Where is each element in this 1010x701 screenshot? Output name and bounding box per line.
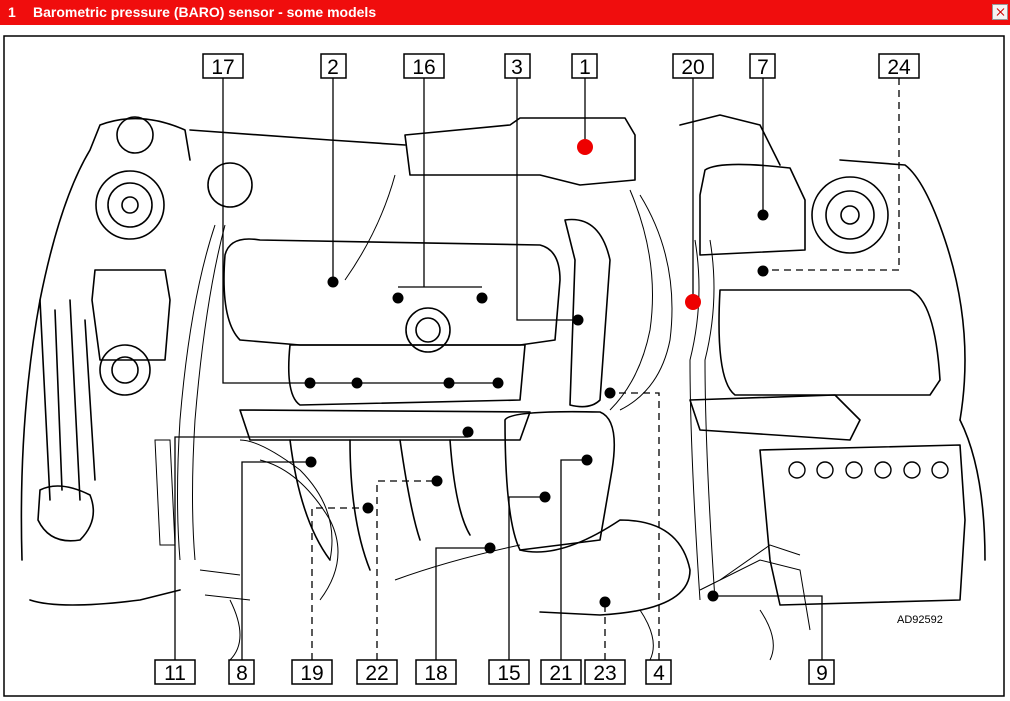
callout-label-20: 20 <box>681 56 704 79</box>
baro-sensor-dot-1 <box>577 139 593 155</box>
callout-21: 21 <box>540 659 582 685</box>
callout-label-17: 17 <box>211 56 234 79</box>
callout-15: 15 <box>488 659 530 685</box>
close-icon[interactable] <box>992 4 1008 20</box>
callout-label-2: 2 <box>327 56 339 79</box>
callout-label-16: 16 <box>412 56 435 79</box>
figure-title: Barometric pressure (BARO) sensor - some… <box>33 4 377 20</box>
callout-label-19: 19 <box>300 662 323 685</box>
callout-19: 19 <box>291 659 333 685</box>
callout-label-18: 18 <box>424 662 447 685</box>
callout-3: 3 <box>504 53 531 79</box>
callout-1: 1 <box>571 53 598 79</box>
callout-20: 20 <box>672 53 714 79</box>
callout-label-21: 21 <box>549 662 572 685</box>
callouts-top: 17 2 16 3 1 20 7 24 <box>202 53 920 79</box>
diagram-frame <box>3 35 1005 697</box>
component-dots <box>304 209 769 608</box>
engine-line-art <box>20 114 986 661</box>
callout-label-3: 3 <box>511 56 523 79</box>
callout-17: 17 <box>202 53 244 79</box>
callouts-bottom: 11 8 19 22 18 15 21 23 4 9 <box>154 659 835 685</box>
highlighted-dots <box>577 139 701 310</box>
callout-label-4: 4 <box>653 662 665 685</box>
callout-9: 9 <box>808 659 835 685</box>
callout-label-23: 23 <box>593 662 616 685</box>
callout-2: 2 <box>320 53 347 79</box>
callout-label-1: 1 <box>579 56 591 79</box>
callout-label-7: 7 <box>757 56 769 79</box>
reference-code: AD92592 <box>897 614 943 626</box>
callout-label-22: 22 <box>365 662 388 685</box>
title-bar: 1 Barometric pressure (BARO) sensor - so… <box>0 0 1010 25</box>
callout-11: 11 <box>154 659 196 685</box>
callout-label-11: 11 <box>164 662 186 685</box>
callout-24: 24 <box>878 53 920 79</box>
callout-8: 8 <box>228 659 255 685</box>
callout-23: 23 <box>584 659 626 685</box>
figure-number: 1 <box>8 4 16 20</box>
callout-label-8: 8 <box>236 662 248 685</box>
callout-7: 7 <box>749 53 776 79</box>
callout-label-24: 24 <box>887 56 911 79</box>
baro-sensor-dot-20 <box>685 294 701 310</box>
callout-4: 4 <box>645 659 672 685</box>
callout-label-15: 15 <box>497 662 520 685</box>
callout-18: 18 <box>415 659 457 685</box>
callout-label-9: 9 <box>816 662 828 685</box>
callout-22: 22 <box>356 659 398 685</box>
callout-16: 16 <box>403 53 445 79</box>
leader-lines <box>174 78 900 660</box>
